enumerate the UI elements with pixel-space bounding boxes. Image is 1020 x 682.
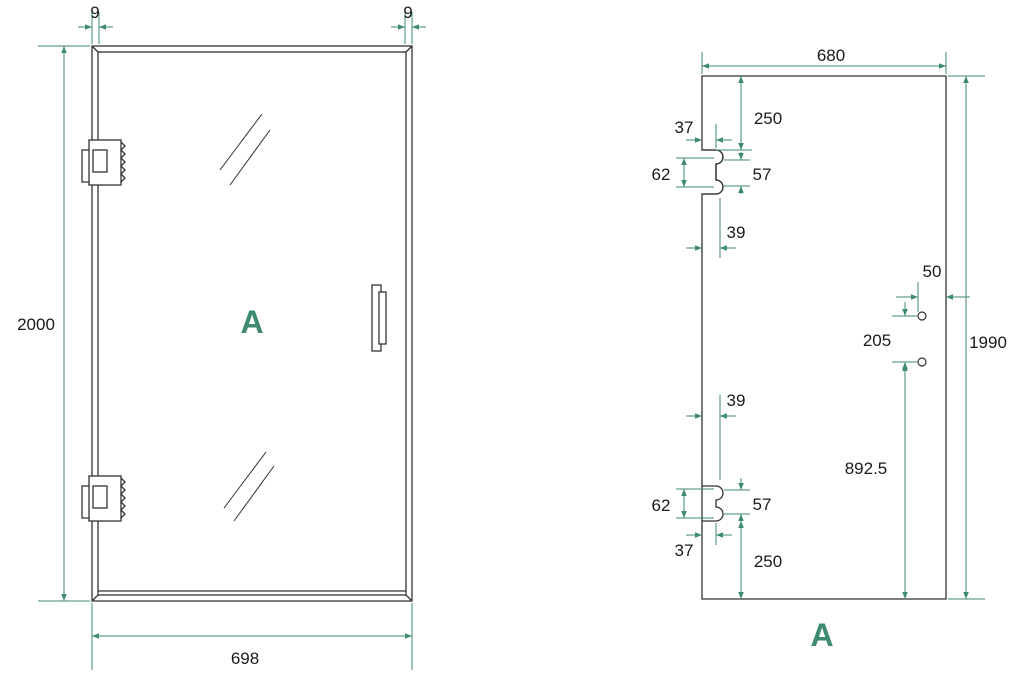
dim-50: 50 (923, 262, 942, 281)
door-handle (371, 284, 387, 352)
glass-reflection-lines (219, 113, 275, 522)
right-glass-view: A (652, 46, 1007, 653)
dim-57-top: 57 (753, 165, 772, 184)
dim-250-bottom: 250 (754, 552, 782, 571)
dim-9-left: 9 (90, 3, 99, 22)
dim-1990: 1990 (969, 333, 1007, 352)
dim-39-top: 39 (727, 223, 746, 242)
left-dimensions (38, 12, 426, 670)
dim-250-top: 250 (754, 109, 782, 128)
handle-hole-top (917, 311, 927, 321)
glass-outline (701, 75, 947, 600)
left-panel-label: A (240, 304, 263, 340)
dim-37-top: 37 (675, 118, 694, 137)
dim-680: 680 (817, 46, 845, 65)
dim-37-bottom: 37 (675, 541, 694, 560)
handle-hole-bottom (917, 357, 927, 367)
dim-205: 205 (863, 331, 891, 350)
left-door-view: A 9 9 2000 698 (17, 3, 426, 670)
dim-39-bottom: 39 (727, 391, 746, 410)
dim-9-right: 9 (403, 3, 412, 22)
dim-698: 698 (231, 649, 259, 668)
top-hinge (81, 139, 126, 186)
top-hinge-cutout (702, 149, 724, 195)
bottom-hinge (81, 475, 126, 522)
left-dimension-labels: 9 9 2000 698 (17, 3, 413, 668)
dim-2000: 2000 (17, 315, 55, 334)
right-dimensions (676, 52, 985, 600)
dim-62-top: 62 (652, 165, 671, 184)
dim-57-bottom: 57 (753, 495, 772, 514)
door-frame (91, 45, 413, 602)
right-panel-label: A (810, 617, 833, 653)
bottom-hinge-cutout (702, 485, 724, 522)
right-dimension-labels: 680 1990 250 37 62 57 39 50 205 892.5 39… (652, 46, 1007, 571)
dim-62-bottom: 62 (652, 496, 671, 515)
dim-892-5: 892.5 (845, 459, 888, 478)
